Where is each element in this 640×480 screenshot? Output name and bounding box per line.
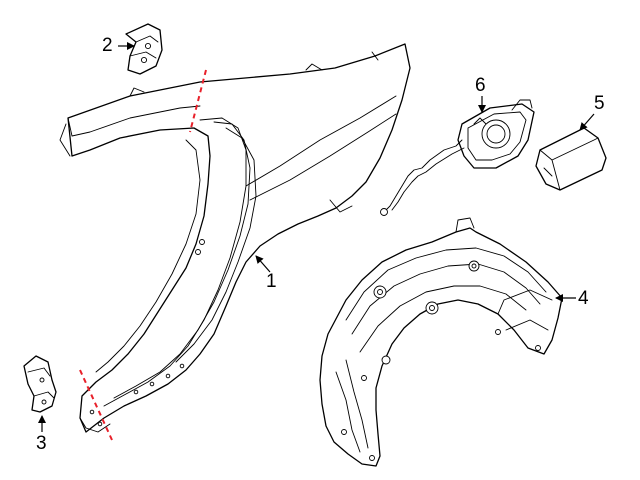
callout-label-1: 1 (266, 271, 277, 292)
callout-leader-5 (579, 113, 595, 131)
callout-label-6: 6 (475, 75, 486, 96)
callout-label-5: 5 (594, 93, 605, 114)
callout-leader-1 (255, 255, 271, 273)
wheelhouse-liner-part (319, 217, 563, 467)
callout-label-2: 2 (102, 35, 113, 56)
callout-label-4: 4 (578, 288, 589, 309)
callout-label-3: 3 (36, 433, 47, 454)
lower-bracket-part (23, 355, 57, 413)
fuel-door-part (535, 127, 607, 191)
quarter-panel-part (59, 43, 411, 433)
fuel-filler-housing-part (380, 99, 535, 216)
upper-bracket-part (125, 23, 163, 75)
cut-line-lower (79, 369, 113, 441)
cut-line-upper (189, 69, 207, 133)
